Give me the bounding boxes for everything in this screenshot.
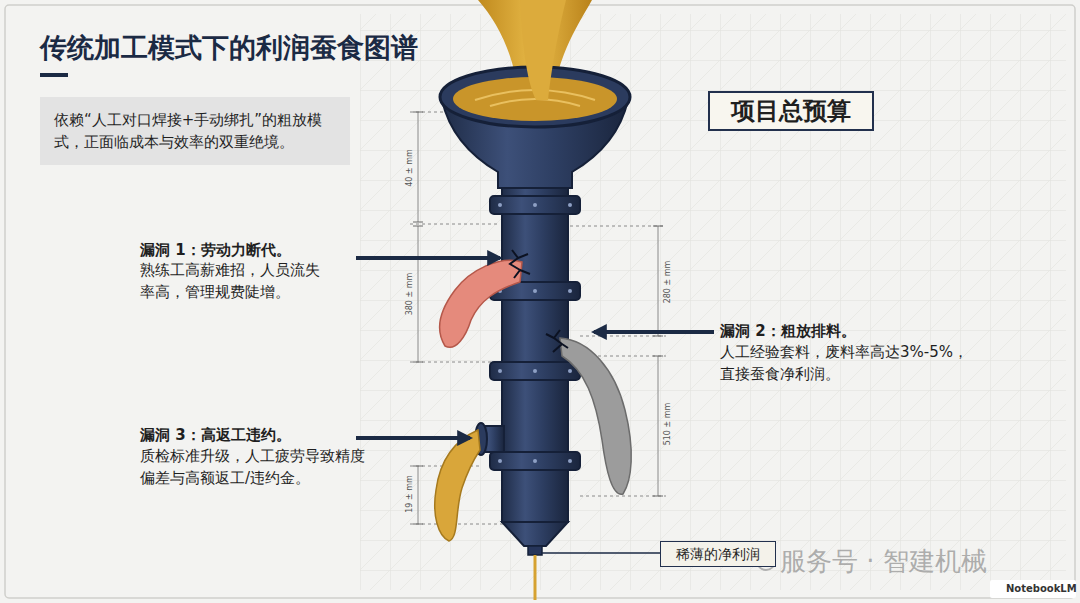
node-text: 项目总预算	[710, 97, 872, 126]
flange-bolts	[498, 203, 572, 463]
scrap-leak-flow	[560, 338, 631, 494]
intro-box: 依赖“人工对口焊接+手动绑扎”的粗放模式，正面临成本与效率的双重绝境。	[40, 97, 350, 165]
pour-stream	[520, 0, 566, 100]
pipe-crack	[510, 250, 530, 278]
watermark: 服务号 · 智建机械	[780, 543, 987, 581]
leak-description: 人工经验套料，废料率高达3%-5%，直接蚕食净利润。	[720, 342, 982, 386]
flange	[490, 452, 580, 470]
flange	[490, 362, 580, 380]
dimension-label: 380 ± mm	[406, 273, 414, 316]
flange	[490, 196, 580, 214]
bolt	[568, 289, 572, 293]
dimension-line	[658, 356, 659, 496]
bottom-cone	[502, 522, 568, 546]
extension-line	[410, 362, 500, 363]
labor-leak-flow	[440, 260, 522, 347]
bolt	[498, 203, 502, 207]
nozzle	[528, 546, 542, 555]
node-text: 稀薄的净利润	[661, 546, 775, 563]
pipe-body	[502, 188, 568, 522]
tick	[413, 112, 423, 113]
brand-tag	[990, 580, 1076, 598]
node-text: 依赖“人工对口焊接+手动绑扎”的粗放模式，正面临成本与效率的双重绝境。	[54, 109, 336, 154]
dimension-line	[658, 226, 659, 336]
grid-background	[360, 14, 1066, 590]
leak-arrow	[356, 436, 470, 440]
tick	[413, 466, 423, 467]
tick	[413, 362, 423, 363]
leak-heading: 漏洞 2：粗放排料。	[720, 321, 980, 343]
dimension-label: 19 ± mm	[406, 475, 414, 513]
leak-heading: 漏洞 1：劳动力断代。	[140, 240, 355, 262]
leak-heading: 漏洞 3：高返工违约。	[140, 425, 355, 447]
pipe-crack	[546, 330, 568, 352]
tick	[653, 336, 663, 337]
leak-description: 熟练工高薪难招，人员流失率高，管理规费陡增。	[140, 260, 330, 304]
extension-line	[580, 496, 666, 497]
brand-watermark: NotebookLM	[1006, 582, 1077, 597]
leak-arrow	[356, 256, 500, 260]
tick	[413, 222, 423, 223]
bolt	[568, 203, 572, 207]
leader-line	[542, 552, 660, 554]
net-profit-box: 稀薄的净利润	[660, 541, 776, 567]
bolt	[568, 459, 572, 463]
title-underline	[40, 73, 68, 77]
net-profit-stream	[534, 555, 537, 600]
bolt	[533, 369, 537, 373]
bolt	[533, 289, 537, 293]
dimension-label: 40 ± mm	[406, 149, 414, 187]
tick	[413, 226, 423, 227]
dimension-label: 280 ± mm	[664, 261, 672, 304]
bolt	[498, 459, 502, 463]
dimension-line	[418, 112, 419, 222]
bolt	[533, 203, 537, 207]
budget-label-box: 项目总预算	[708, 91, 874, 131]
bolt	[498, 369, 502, 373]
dimension-line	[418, 226, 419, 362]
rework-leak-flow	[435, 430, 480, 541]
dimension-label: 510 ± mm	[664, 403, 672, 446]
diagram-title: 传统加工模式下的利润蚕食图谱	[40, 30, 418, 66]
bolt	[568, 369, 572, 373]
leak-description: 质检标准升级，人工疲劳导致精度偏差与高额返工/违约金。	[140, 446, 372, 490]
tick	[413, 524, 423, 525]
dimension-line	[418, 466, 419, 524]
tick	[653, 356, 663, 357]
bolt	[533, 459, 537, 463]
tick	[653, 496, 663, 497]
extension-line	[580, 336, 666, 337]
leak-arrow	[594, 330, 714, 334]
tick	[653, 226, 663, 227]
extension-line	[410, 224, 500, 225]
extension-line	[570, 226, 666, 227]
